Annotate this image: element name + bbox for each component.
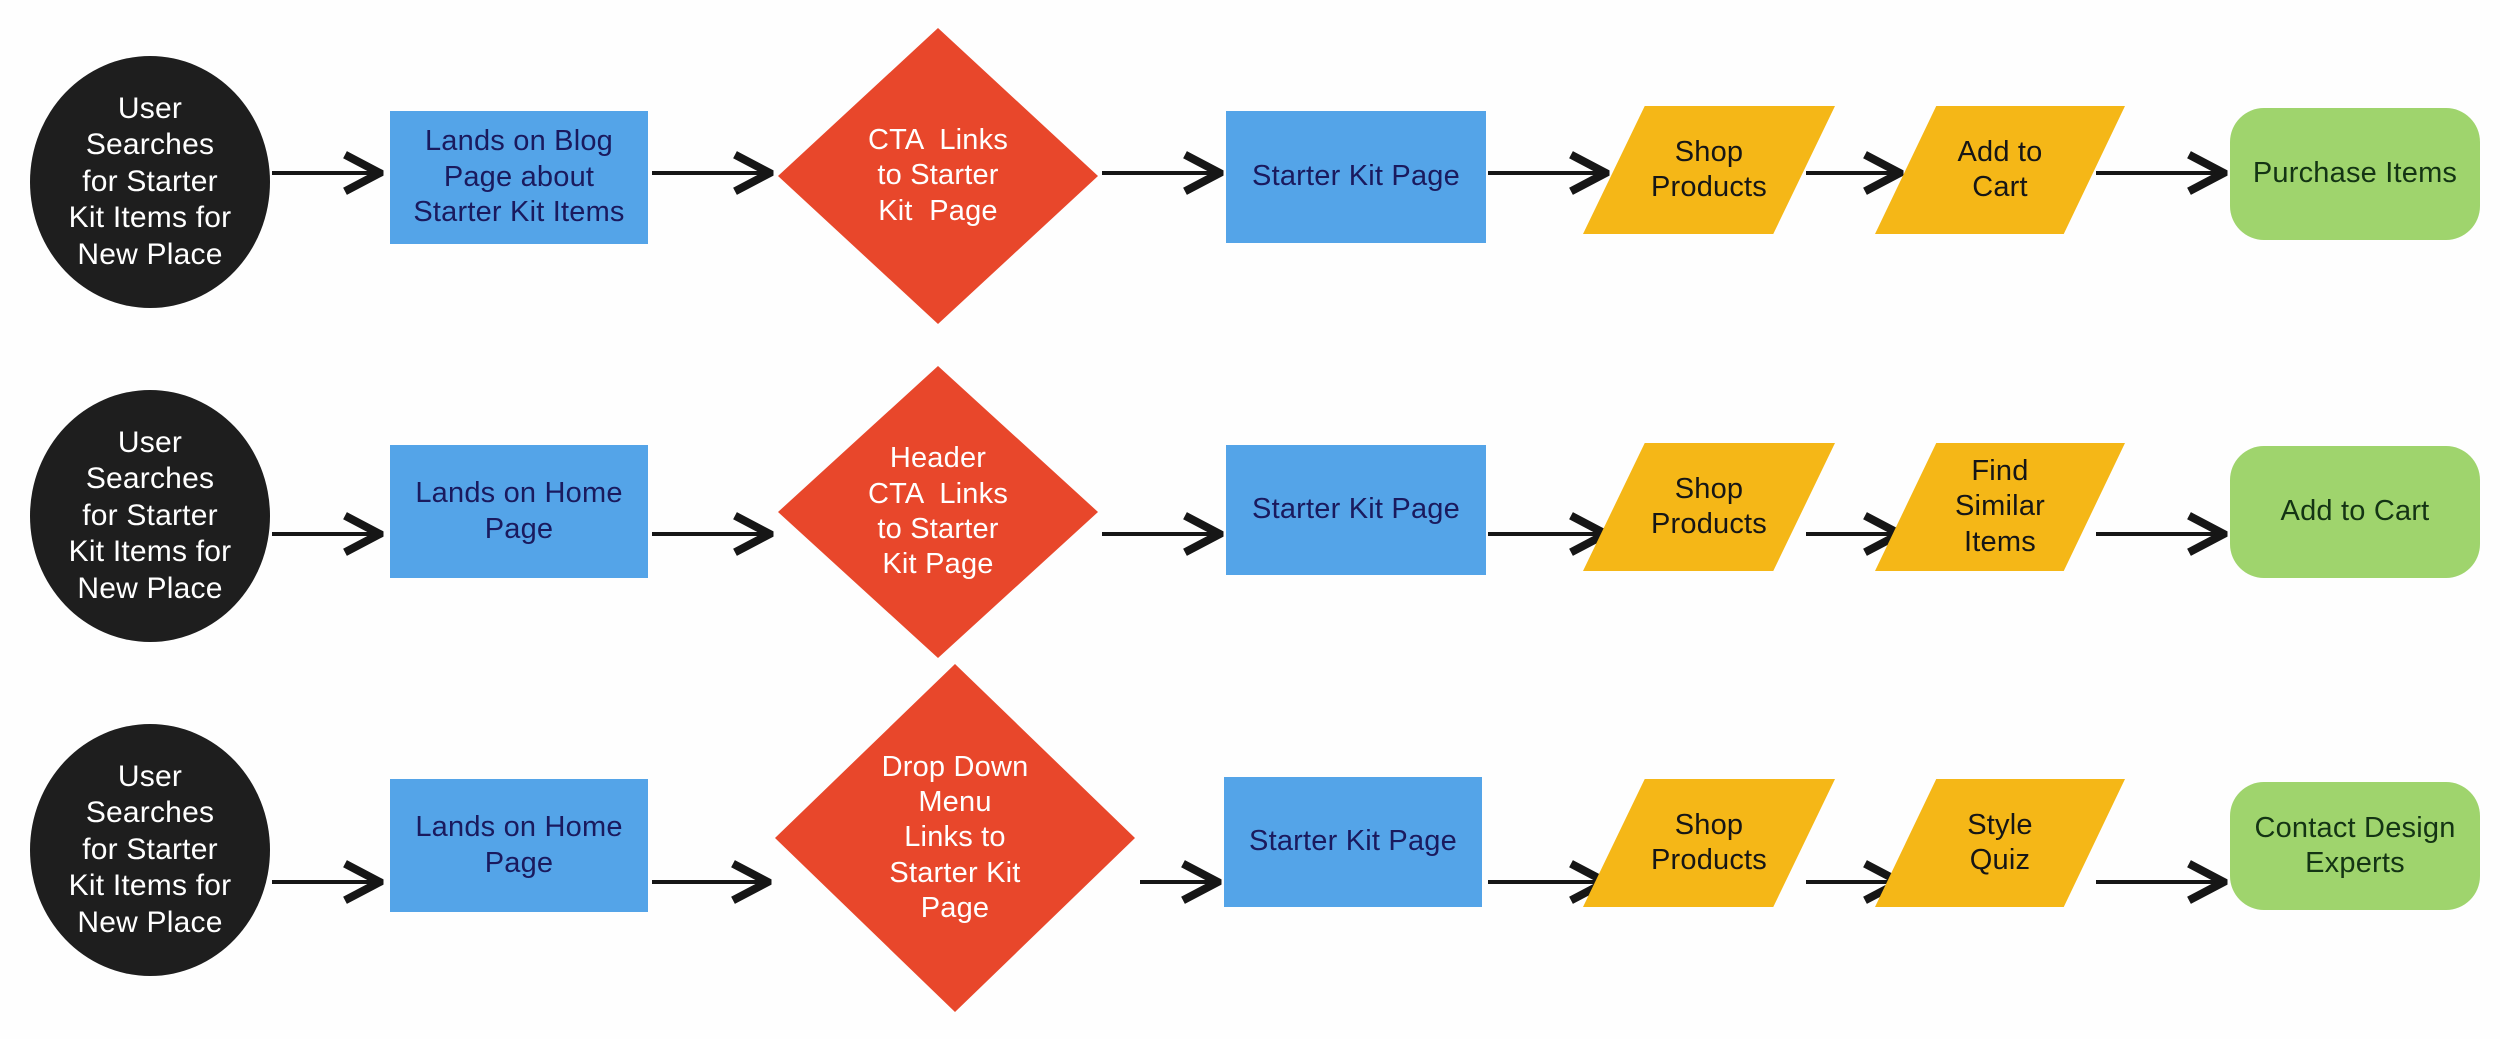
node-label: Style Quiz <box>1967 808 2033 876</box>
row1-start-node: User Searches for Starter Kit Items for … <box>30 56 270 308</box>
row3-landing-node: Lands on Home Page <box>390 779 648 912</box>
node-label: Shop Products <box>1650 135 1768 203</box>
row1-landing-node: Lands on Blog Page about Starter Kit Ite… <box>390 111 648 244</box>
node-label: Starter Kit Page <box>1249 825 1457 858</box>
row3-decision-node: Drop Down Menu Links to Starter Kit Page <box>775 664 1135 1012</box>
node-label: User Searches for Starter Kit Items for … <box>68 759 232 939</box>
row3-start-node: User Searches for Starter Kit Items for … <box>30 724 270 976</box>
node-label: Header CTA Links to Starter Kit Page <box>867 442 1009 581</box>
row2-action2-node: Find Similar Items <box>1875 443 2125 571</box>
row3-page-node: Starter Kit Page <box>1224 777 1482 907</box>
row3-action1-node: Shop Products <box>1583 779 1835 907</box>
row1-page-node: Starter Kit Page <box>1226 111 1486 243</box>
node-label: Lands on Home Page <box>415 811 623 879</box>
row1-action2-node: Add to Cart <box>1875 106 2125 234</box>
row1-decision-node: CTA Links to Starter Kit Page <box>778 28 1098 324</box>
node-label: Drop Down Menu Links to Starter Kit Page <box>881 750 1029 925</box>
node-label: Lands on Home Page <box>415 477 623 545</box>
row1-action1-node: Shop Products <box>1583 106 1835 234</box>
node-label: User Searches for Starter Kit Items for … <box>68 91 232 271</box>
node-label: Purchase Items <box>2252 157 2458 190</box>
node-label: Add to Cart <box>1957 135 2043 203</box>
row2-landing-node: Lands on Home Page <box>390 445 648 578</box>
node-label: Shop Products <box>1650 472 1768 540</box>
row1-outcome-node: Purchase Items <box>2230 108 2480 240</box>
node-label: CTA Links to Starter Kit Page <box>867 123 1009 227</box>
row2-decision-node: Header CTA Links to Starter Kit Page <box>778 366 1098 658</box>
node-label: Starter Kit Page <box>1252 160 1460 193</box>
row2-action1-node: Shop Products <box>1583 443 1835 571</box>
row3-outcome-node: Contact Design Experts <box>2230 782 2480 910</box>
node-label: Lands on Blog Page about Starter Kit Ite… <box>413 125 625 229</box>
row2-page-node: Starter Kit Page <box>1226 445 1486 575</box>
node-label: Find Similar Items <box>1954 454 2045 558</box>
node-label: Add to Cart <box>2280 495 2430 528</box>
row2-outcome-node: Add to Cart <box>2230 446 2480 578</box>
node-label: Shop Products <box>1650 808 1768 876</box>
row2-start-node: User Searches for Starter Kit Items for … <box>30 390 270 642</box>
row3-action2-node: Style Quiz <box>1875 779 2125 907</box>
node-label: Starter Kit Page <box>1252 493 1460 526</box>
node-label: User Searches for Starter Kit Items for … <box>68 425 232 605</box>
node-label: Contact Design Experts <box>2254 811 2456 879</box>
